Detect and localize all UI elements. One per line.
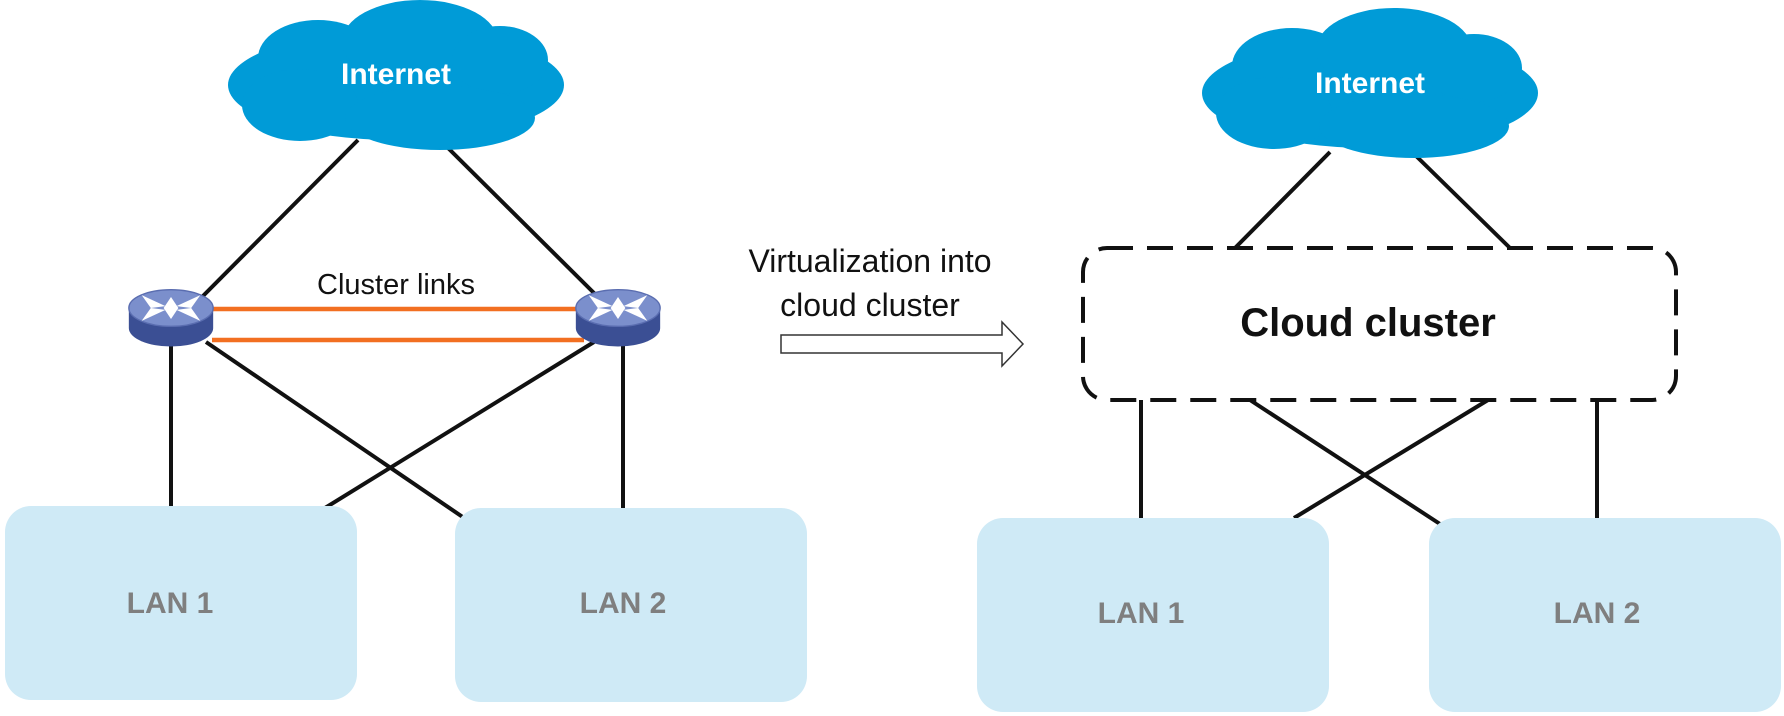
link-internet-cluster-b <box>1408 148 1512 250</box>
cloud-cluster-label: Cloud cluster <box>1240 301 1496 345</box>
right-lan2-label: LAN 2 <box>1554 597 1641 630</box>
left-internet-cloud: Internet <box>228 0 564 150</box>
right-internet-label: Internet <box>1315 67 1425 100</box>
left-lan2: LAN 2 <box>455 508 807 702</box>
left-lan1-box <box>5 506 357 700</box>
right-lan1: LAN 1 <box>977 518 1329 712</box>
link-internet-cluster-a <box>1233 150 1332 250</box>
right-internet-cloud: Internet <box>1202 8 1538 158</box>
link-switch-a-lan2 <box>204 340 472 524</box>
transition-label-line1: Virtualization into <box>748 243 991 279</box>
left-network-links <box>169 138 625 524</box>
transition-label-line2: cloud cluster <box>780 287 960 323</box>
cluster-links-label: Cluster links <box>317 269 475 301</box>
left-internet-label: Internet <box>341 58 451 91</box>
right-network-links <box>1139 148 1599 526</box>
right-lan2: LAN 2 <box>1429 518 1781 712</box>
left-lan2-label: LAN 2 <box>580 587 667 620</box>
right-lan2-box <box>1429 518 1781 712</box>
left-lan1-label: LAN 1 <box>127 587 214 620</box>
transition-arrow-icon <box>780 320 1025 368</box>
switch-b-icon <box>575 288 661 348</box>
link-internet-switch-a <box>198 138 360 301</box>
left-lan2-box <box>455 508 807 702</box>
right-lan1-label: LAN 1 <box>1098 597 1185 630</box>
cluster-links <box>212 306 584 343</box>
cloud-cluster-box <box>1081 246 1678 402</box>
switch-a-icon <box>128 288 214 348</box>
cloud-icon <box>1202 8 1538 158</box>
cloud-icon <box>228 0 564 150</box>
cloud-cluster: Cloud cluster <box>1081 246 1678 402</box>
right-lan1-box <box>977 518 1329 712</box>
link-cluster-lan1-b <box>1292 398 1490 520</box>
left-lan1: LAN 1 <box>5 506 357 700</box>
link-cluster-lan2-a <box>1248 398 1442 526</box>
link-internet-switch-b <box>438 138 602 301</box>
link-switch-b-lan1 <box>323 340 596 510</box>
